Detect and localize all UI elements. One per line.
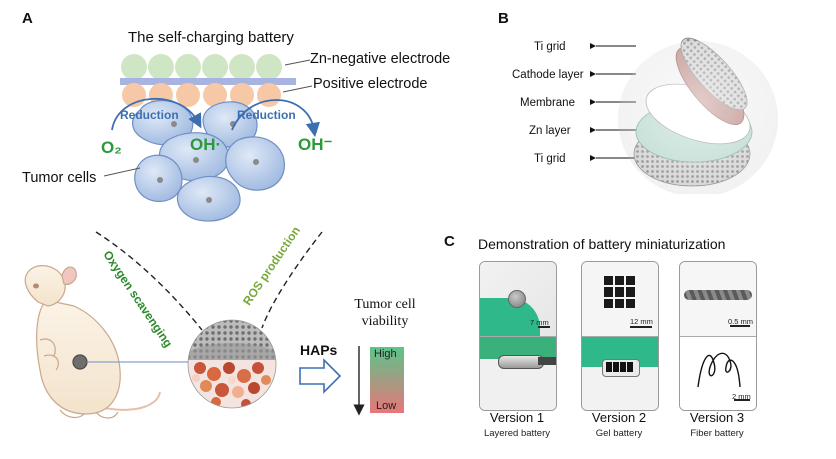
- panel-c-letter: C: [444, 233, 455, 250]
- tumor-cells-label: Tumor cells: [22, 170, 97, 186]
- panel-b-letter: B: [498, 10, 509, 27]
- reduction-arrow-left: [111, 98, 202, 131]
- reduction-left-label: Reduction: [120, 108, 179, 122]
- panel-a-illustration: [24, 54, 404, 419]
- layer-label-5: Ti grid: [534, 153, 566, 165]
- version-3-scale-top: 0.5 mm: [728, 317, 754, 326]
- fiber-battery-curve: [697, 352, 741, 388]
- viability-high-label: High: [374, 348, 397, 360]
- version-3-name: Version 3: [689, 410, 745, 425]
- version-1-scale: 7 mm: [530, 318, 549, 327]
- version-3-scale-bottom: 2 mm: [732, 392, 751, 401]
- oh-radical-label: OH·: [190, 135, 222, 154]
- panel-c-title: Demonstration of battery miniaturization: [478, 236, 726, 252]
- version-3-photo: 0.5 mm 2 mm: [679, 261, 757, 411]
- positive-electrode-label: Positive electrode: [313, 76, 428, 92]
- layer-label-2: Cathode layer: [512, 69, 584, 81]
- zn-electrode-label: Zn-negative electrode: [310, 51, 451, 67]
- battery-title: The self-charging battery: [128, 29, 294, 46]
- viability-gradient: [370, 347, 404, 413]
- battery-layers-illustration: [590, 37, 778, 194]
- version-1-type: Layered battery: [483, 428, 550, 439]
- rat-illustration: [24, 265, 161, 419]
- haps-label: HAPs: [300, 342, 338, 358]
- version-3-type: Fiber battery: [690, 428, 744, 439]
- layer-label-3: Membrane: [520, 97, 575, 109]
- panel-a-letter: A: [22, 10, 33, 27]
- version-2-scale: 12 mm: [630, 317, 653, 326]
- tumor-cells: [132, 99, 285, 222]
- oh-minus-label: OH⁻: [298, 135, 333, 154]
- layer-label-4: Zn layer: [529, 125, 571, 137]
- implant-sphere: [187, 319, 277, 409]
- reduction-right-label: Reduction: [237, 108, 296, 122]
- dashed-curve-left: [95, 231, 203, 331]
- viability-low-label: Low: [376, 400, 397, 412]
- dashed-curve-right: [261, 231, 323, 329]
- viability-title-line1: Tumor cell: [354, 297, 416, 312]
- version-1-name: Version 1: [489, 410, 545, 425]
- viability-title: Tumor cell viability: [335, 296, 435, 330]
- zn-spheres: [121, 54, 282, 80]
- layer-label-1: Ti grid: [534, 41, 566, 53]
- version-2-type: Gel battery: [595, 428, 643, 439]
- o2-label: O₂: [101, 138, 122, 157]
- reduction-arrow-right: [231, 99, 320, 138]
- version-2-photo: 12 mm: [581, 261, 659, 411]
- haps-arrow: [299, 358, 342, 394]
- separator-bar: [120, 78, 296, 85]
- version-2-name: Version 2: [591, 410, 647, 425]
- version-1-photo: 7 mm: [479, 261, 557, 411]
- viability-title-line2: viability: [361, 314, 409, 329]
